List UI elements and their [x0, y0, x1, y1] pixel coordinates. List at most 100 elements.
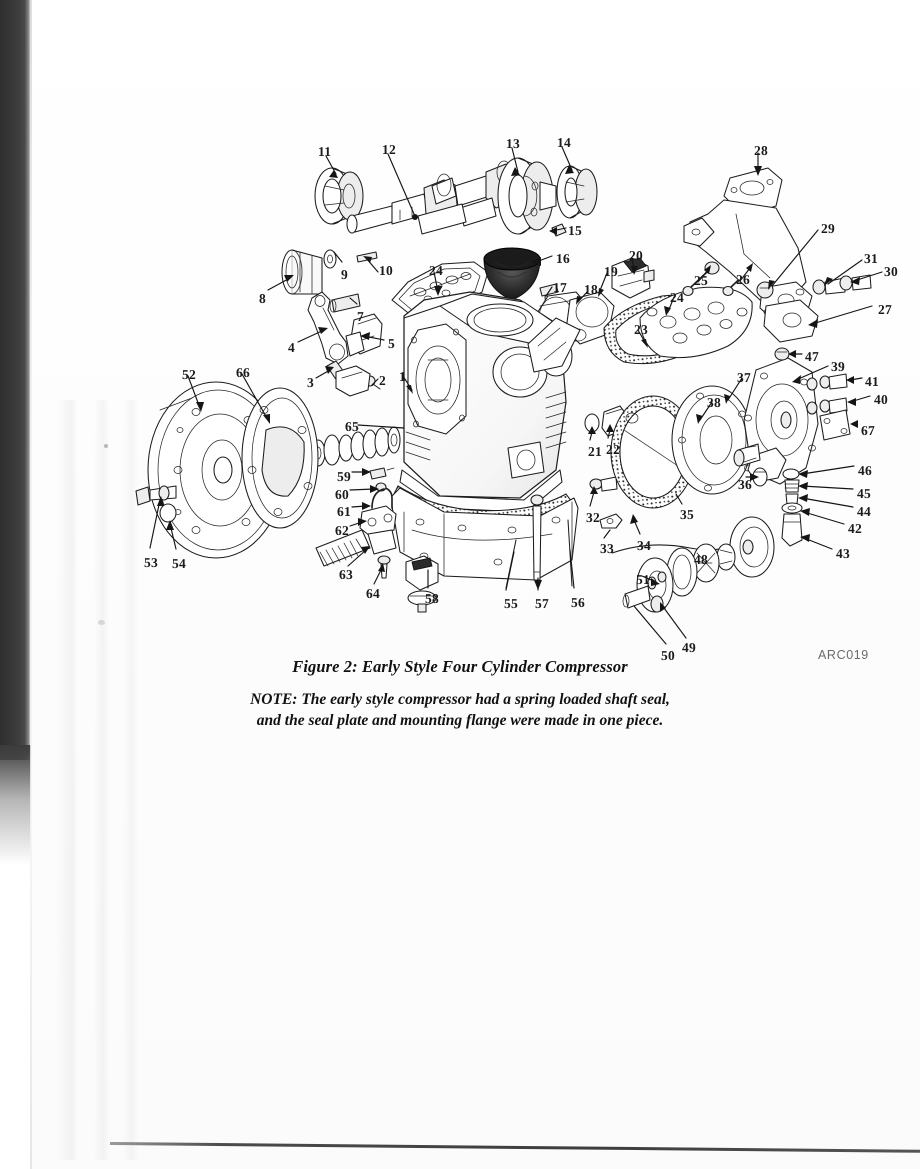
part-54-plug — [159, 503, 177, 523]
figure-code: ARC019 — [818, 648, 869, 662]
part-62-bracket — [359, 505, 397, 555]
callout-44: 44 — [857, 504, 871, 519]
callout-30: 30 — [884, 264, 898, 279]
callout-64: 64 — [366, 586, 380, 601]
callout-12: 12 — [382, 142, 396, 157]
callout-63: 63 — [339, 567, 353, 582]
callout-43: 43 — [836, 546, 850, 561]
part-43-fitting — [781, 513, 803, 547]
callout-11: 11 — [318, 144, 332, 159]
callout-20: 20 — [629, 248, 643, 263]
callout-51: 51 — [636, 572, 650, 587]
callout-17: 17 — [553, 280, 567, 295]
callout-66: 66 — [236, 365, 250, 380]
part-14-bearing — [556, 165, 598, 219]
part-53-bolt — [135, 485, 177, 506]
callout-23: 23 — [634, 322, 648, 337]
callout-37: 37 — [737, 370, 751, 385]
part-36-dowel — [752, 467, 768, 487]
part-51-pin — [657, 571, 667, 583]
part-58-oil-pump — [405, 555, 439, 613]
callout-58: 58 — [425, 591, 439, 606]
part-41-bolt — [806, 373, 848, 391]
part-32-bolt — [589, 476, 618, 492]
scan-page-seam — [30, 0, 32, 1169]
callout-38: 38 — [707, 395, 721, 410]
part-67-plate — [819, 409, 851, 441]
callout-1: 1 — [399, 369, 406, 384]
callout-24: 24 — [670, 290, 684, 305]
callout-31: 31 — [864, 251, 878, 266]
callout-36: 36 — [738, 477, 752, 492]
part-28-manifold — [683, 167, 813, 323]
callout-47: 47 — [805, 349, 819, 364]
part-66-seal-plate — [241, 387, 319, 529]
part-33-clip — [599, 513, 623, 529]
callout-52: 52 — [182, 367, 196, 382]
part-main-cylinder-block — [399, 291, 581, 513]
part-1-rod-cap — [335, 365, 371, 397]
callout-21: 21 — [588, 444, 602, 459]
callout-9: 9 — [341, 267, 348, 282]
part-63-spring — [315, 529, 371, 567]
callout-27: 27 — [878, 302, 892, 317]
part-57-bolt — [530, 494, 544, 581]
callout-5: 5 — [388, 336, 395, 351]
note-line-1: NOTE: The early style compressor had a s… — [250, 691, 670, 708]
callout-22: 22 — [606, 442, 620, 457]
callout-29: 29 — [821, 221, 835, 236]
callout-34: 34 — [637, 538, 651, 553]
callout-57: 57 — [535, 596, 549, 611]
callout-40: 40 — [874, 392, 888, 407]
part-40-bolt — [806, 397, 848, 415]
callout-4: 4 — [288, 340, 295, 355]
scan-speck — [98, 620, 105, 625]
part-13-hub — [497, 157, 557, 235]
part-59-fitting — [369, 467, 395, 480]
note-line-2: and the seal plate and mounting flange w… — [256, 712, 664, 729]
part-42-washer — [781, 502, 803, 514]
part-38-cover-plate — [671, 385, 753, 495]
part-25-stud — [682, 261, 720, 297]
callout-50: 50 — [661, 648, 675, 663]
part-27-flange — [763, 299, 819, 343]
callout-46: 46 — [858, 463, 872, 478]
part-65-seal-rings — [299, 426, 401, 467]
leader-lines — [149, 146, 883, 645]
callout-26: 26 — [736, 272, 750, 287]
callout-65: 65 — [345, 419, 359, 434]
callout-10: 10 — [379, 263, 393, 278]
callout-32: 32 — [586, 510, 600, 525]
callout-15: 15 — [568, 223, 582, 238]
callout-3: 3 — [307, 375, 314, 390]
callout-60: 60 — [335, 487, 349, 502]
callout-35: 35 — [680, 507, 694, 522]
callout-16: 16 — [556, 251, 570, 266]
part-9-washer — [323, 249, 337, 269]
part-45-spring — [784, 479, 800, 493]
part-8-sleeve — [281, 249, 323, 295]
callout-8: 8 — [259, 291, 266, 306]
callout-48: 48 — [694, 552, 708, 567]
compressor-exploded-drawing — [135, 146, 883, 645]
callout-67: 67 — [861, 423, 875, 438]
scan-shadow-fade — [0, 745, 31, 865]
callout-18: 18 — [584, 282, 598, 297]
part-60-61-oil-tube — [371, 482, 393, 509]
callout-7: 7 — [357, 309, 364, 324]
part-16-oil-bowl — [483, 247, 541, 301]
part-39-bearing-housing — [733, 357, 819, 485]
callout-49: 49 — [682, 640, 696, 655]
callout-56: 56 — [571, 595, 585, 610]
part-64-screw — [377, 555, 391, 579]
callout-62: 62 — [335, 523, 349, 538]
callout-13: 13 — [506, 136, 520, 151]
scan-shadow-left-edge — [0, 0, 31, 760]
part-50-sleeve — [622, 585, 651, 609]
callout-14: 14 — [557, 135, 571, 150]
part-34-gasket-edge — [625, 412, 639, 424]
callout-33: 33 — [600, 541, 614, 556]
callout-53: 53 — [144, 555, 158, 570]
page-bottom-rule — [109, 1142, 920, 1153]
